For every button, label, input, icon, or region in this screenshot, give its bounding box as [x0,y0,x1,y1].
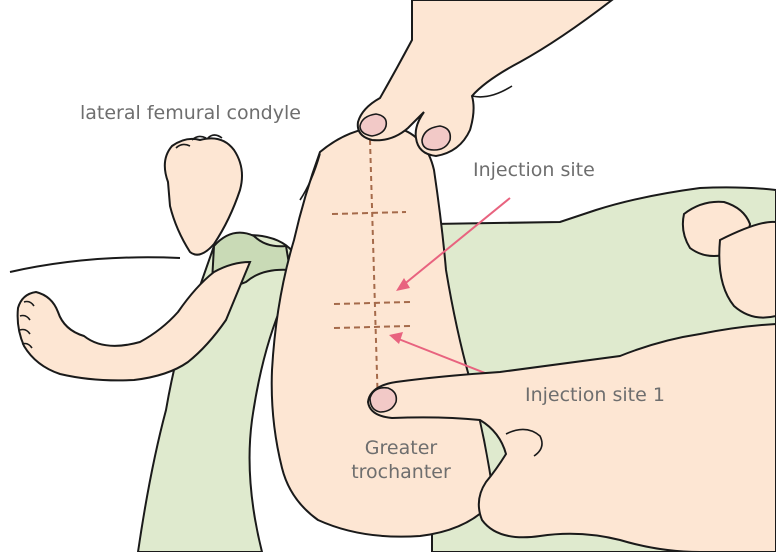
label-greater-trochanter-line1: Greater [326,436,476,460]
adult-hand-top [358,0,612,156]
label-injection-site-1: Injection site 1 [525,384,665,407]
label-greater-trochanter: Greater trochanter [326,436,476,484]
label-greater-trochanter-line2: trochanter [326,460,476,484]
label-lateral-femoral-condyle: lateral femural condyle [80,102,301,125]
background-line [10,257,180,272]
adult-fingernail-bottom [370,388,396,412]
label-injection-site: Injection site [473,159,595,182]
